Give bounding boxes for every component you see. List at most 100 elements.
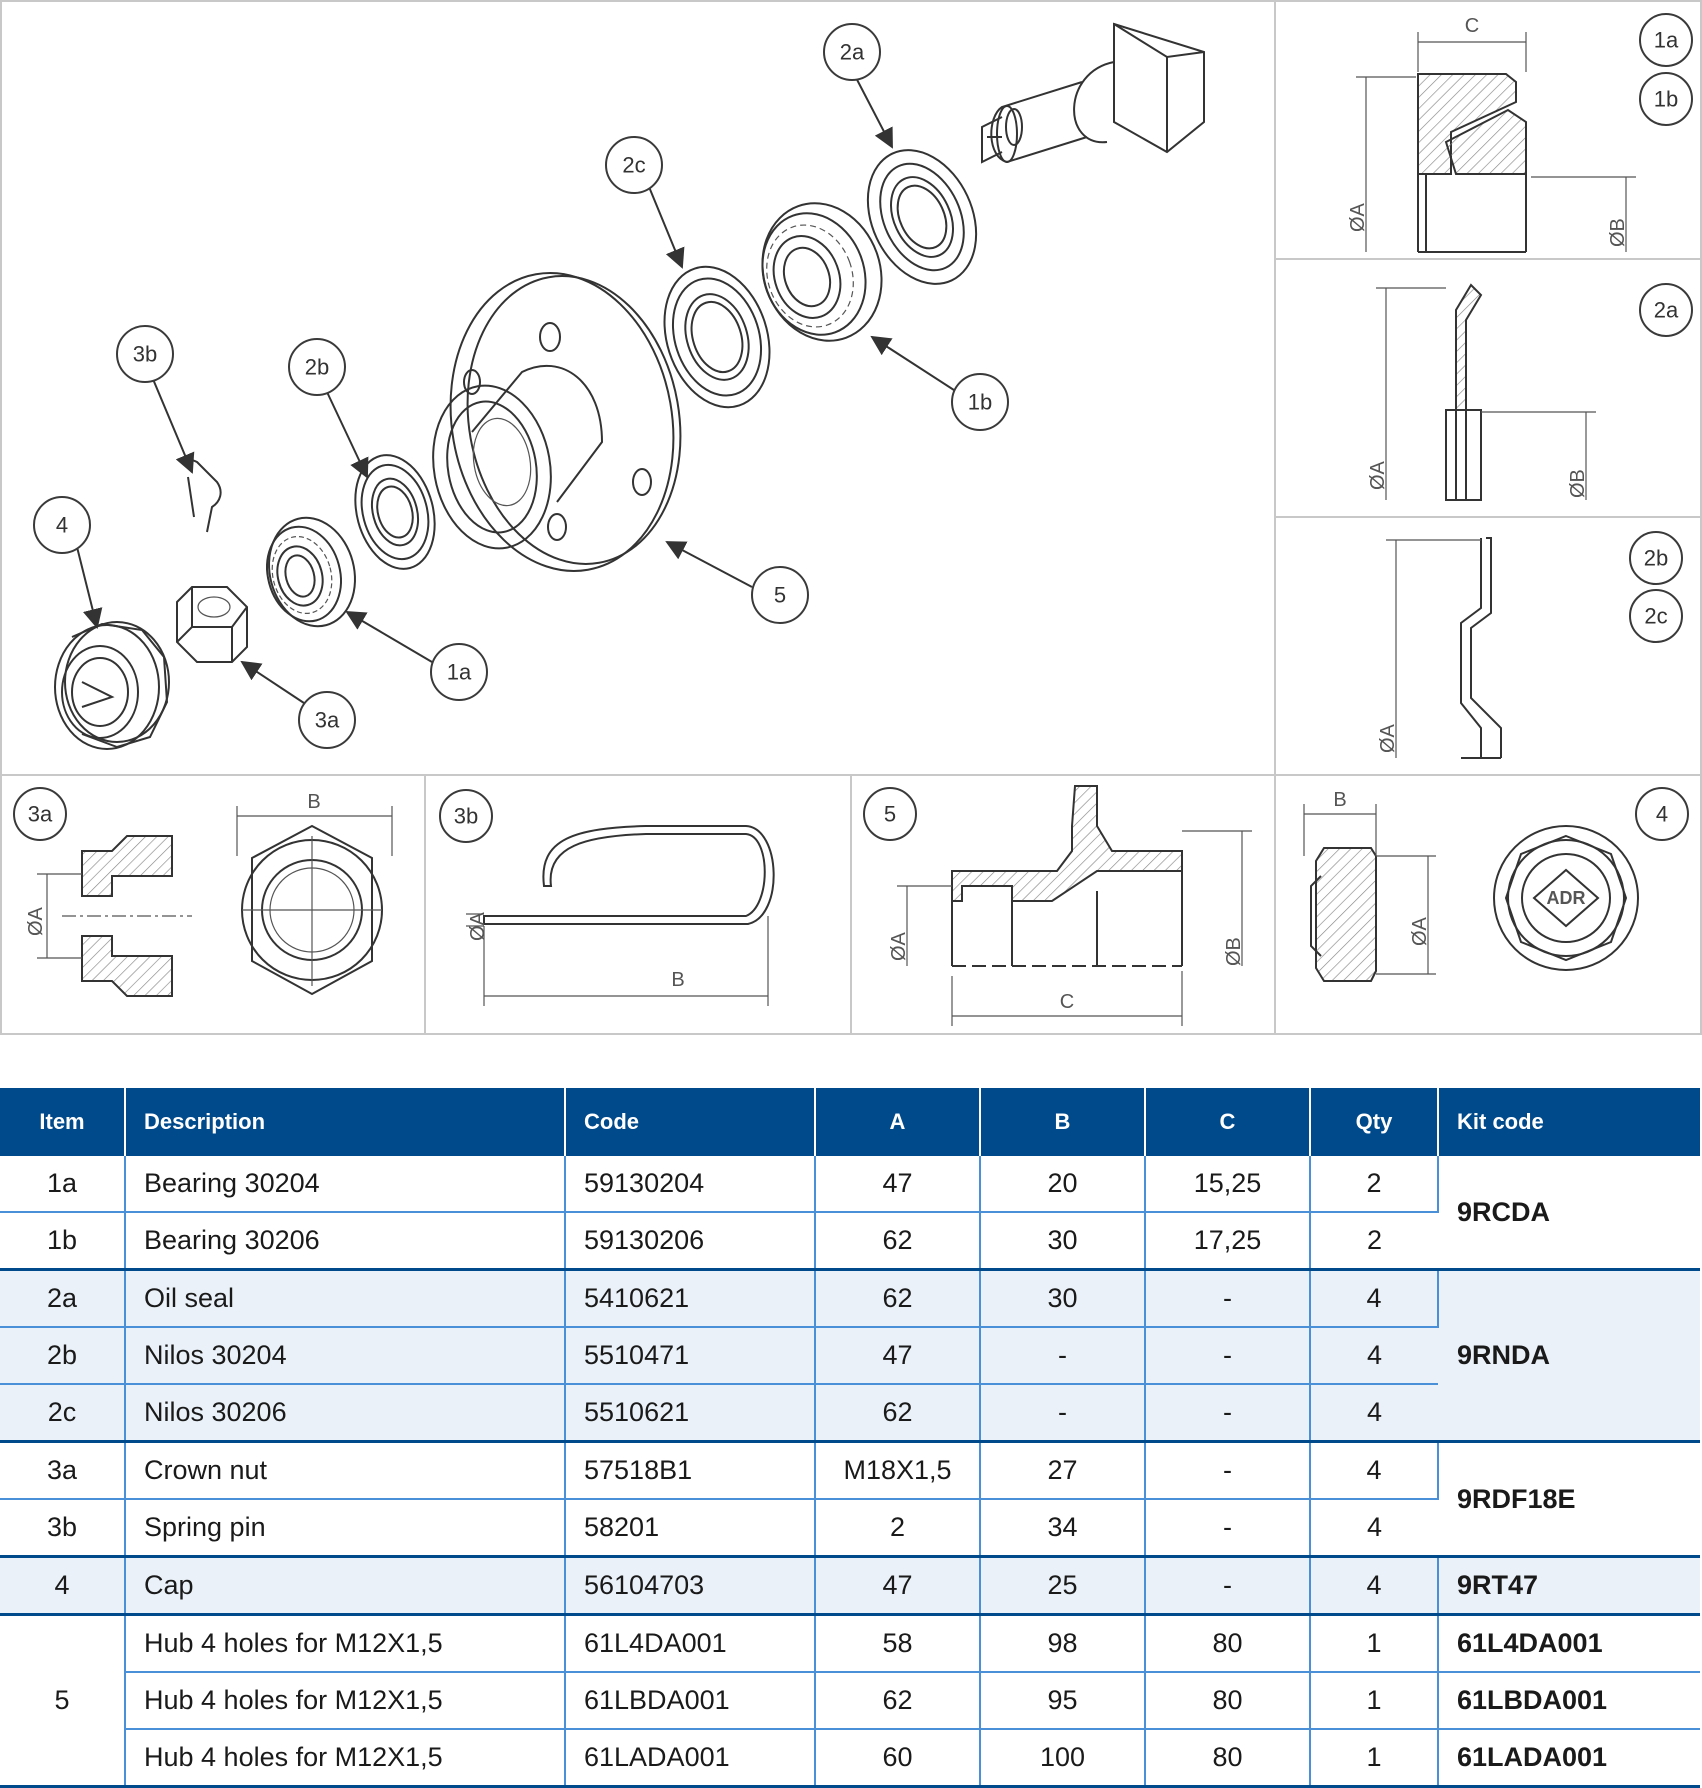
cell-qty: 4	[1310, 1269, 1439, 1328]
svg-text:1b: 1b	[1654, 87, 1678, 112]
cell-a: 62	[815, 1269, 981, 1328]
table-row: 2c Nilos 30206 5510621 62 - - 4	[0, 1384, 1700, 1443]
cell-a: 62	[815, 1384, 981, 1443]
cell-item: 5	[0, 1614, 126, 1788]
svg-text:4: 4	[1656, 802, 1668, 827]
svg-text:3b: 3b	[454, 804, 478, 829]
cell-kit-code: 9RCDA	[1438, 1156, 1700, 1271]
crown-nut-detail-panel: ØA B 3a	[0, 774, 426, 1035]
nilos-2b-drawing	[354, 454, 436, 570]
callout-5: 5	[863, 787, 917, 841]
cell-description: Cap	[125, 1556, 566, 1616]
cell-a: 2	[815, 1499, 981, 1558]
callout-3b: 3b	[439, 789, 493, 843]
header-qty: Qty	[1310, 1088, 1439, 1156]
cell-qty: 2	[1310, 1156, 1439, 1213]
cell-b: 98	[980, 1614, 1146, 1673]
svg-text:C: C	[1060, 991, 1074, 1013]
cell-a: 60	[815, 1729, 981, 1788]
svg-text:2a: 2a	[840, 40, 865, 65]
exploded-view-panel: 2a 2c 1b 3b 2b 4 5 1a 3a	[0, 0, 1276, 776]
svg-text:ØB: ØB	[1607, 218, 1629, 247]
cap-detail-panel: B ØA ADR 4	[1274, 774, 1702, 1035]
cell-b: 34	[980, 1499, 1146, 1558]
svg-text:ØA: ØA	[1409, 916, 1431, 946]
cell-item: 2c	[0, 1384, 126, 1443]
nilos-detail-panel: ØA 2b 2c	[1274, 516, 1702, 778]
cell-a: 47	[815, 1327, 981, 1385]
svg-text:5: 5	[884, 802, 896, 827]
cell-c: -	[1145, 1499, 1311, 1558]
bearing-detail-panel: C ØA ØB 1a 1b	[1274, 0, 1702, 260]
cell-kit-code: 61LADA001	[1438, 1729, 1700, 1788]
cell-b: 25	[980, 1556, 1146, 1616]
header-b: B	[980, 1088, 1146, 1156]
cell-description: Hub 4 holes for M12X1,5	[125, 1672, 566, 1730]
cell-kit-code: 9RDF18E	[1438, 1441, 1700, 1558]
cell-item: 4	[0, 1556, 126, 1616]
cell-item: 2a	[0, 1269, 126, 1328]
svg-text:4: 4	[56, 513, 68, 538]
table-row: 2a Oil seal 5410621 62 30 - 4 9RNDA	[0, 1269, 1700, 1443]
cell-description: Nilos 30206	[125, 1384, 566, 1443]
cell-qty: 1	[1310, 1614, 1439, 1673]
cell-qty: 4	[1310, 1556, 1439, 1616]
table-row: 2b Nilos 30204 5510471 47 - - 4	[0, 1327, 1700, 1385]
cell-code: 59130206	[565, 1212, 816, 1271]
callout-4: 4	[33, 496, 91, 554]
callout-2a: 2a	[1639, 283, 1693, 337]
svg-text:3a: 3a	[28, 802, 53, 827]
svg-text:3b: 3b	[133, 342, 157, 367]
cell-description: Crown nut	[125, 1441, 566, 1500]
table-row: Hub 4 holes for M12X1,5 61LBDA001 62 95 …	[0, 1672, 1700, 1730]
cell-qty: 2	[1310, 1212, 1438, 1271]
header-item: Item	[0, 1088, 126, 1156]
table-row: 3b Spring pin 58201 2 34 - 4	[0, 1499, 1700, 1558]
cell-code: 56104703	[565, 1556, 816, 1616]
cell-a: 47	[815, 1156, 981, 1213]
cell-c: -	[1145, 1384, 1311, 1443]
cell-description: Spring pin	[125, 1499, 566, 1558]
bearing-1b-drawing	[761, 202, 883, 342]
svg-text:5: 5	[774, 583, 786, 608]
cell-code: 5510621	[565, 1384, 816, 1443]
svg-text:ØA: ØA	[467, 911, 489, 941]
callout-1b: 1b	[1639, 72, 1693, 126]
svg-text:2c: 2c	[622, 153, 645, 178]
cell-code: 61L4DA001	[565, 1614, 816, 1673]
cell-a: 62	[815, 1672, 981, 1730]
svg-text:3a: 3a	[315, 708, 340, 733]
header-code: Code	[565, 1088, 816, 1156]
svg-text:B: B	[1333, 789, 1346, 811]
cell-item: 2b	[0, 1327, 126, 1385]
callout-1b: 1b	[951, 373, 1009, 431]
cell-kit-code: 61LBDA001	[1438, 1672, 1700, 1730]
callout-2b: 2b	[288, 338, 346, 396]
cell-code: 59130204	[565, 1156, 816, 1213]
callout-1a: 1a	[430, 643, 488, 701]
header-a: A	[815, 1088, 981, 1156]
cell-b: 30	[980, 1269, 1146, 1328]
cell-b: 100	[980, 1729, 1146, 1788]
cell-c: -	[1145, 1327, 1311, 1385]
cell-c: 17,25	[1145, 1212, 1311, 1271]
cell-qty: 4	[1310, 1499, 1438, 1558]
cell-b: -	[980, 1384, 1146, 1443]
hub-drawing	[432, 272, 682, 572]
table-row: 5 Hub 4 holes for M12X1,5 61L4DA001 58 9…	[0, 1614, 1700, 1788]
callout-2c: 2c	[605, 136, 663, 194]
cell-item: 1a	[0, 1156, 126, 1213]
svg-text:C: C	[1465, 15, 1479, 37]
cell-code: 61LADA001	[565, 1729, 816, 1788]
cell-code: 5410621	[565, 1269, 816, 1328]
cell-c: 80	[1145, 1672, 1311, 1730]
header-kit-code: Kit code	[1438, 1088, 1700, 1156]
callout-5: 5	[751, 566, 809, 624]
table-header-row: Item Description Code A B C Qty Kit code	[0, 1088, 1700, 1156]
cell-qty: 4	[1310, 1384, 1438, 1443]
cell-qty: 4	[1310, 1327, 1438, 1385]
cell-qty: 1	[1310, 1672, 1439, 1730]
cell-c: 15,25	[1145, 1156, 1311, 1213]
cell-description: Oil seal	[125, 1269, 566, 1328]
svg-text:B: B	[307, 791, 320, 813]
